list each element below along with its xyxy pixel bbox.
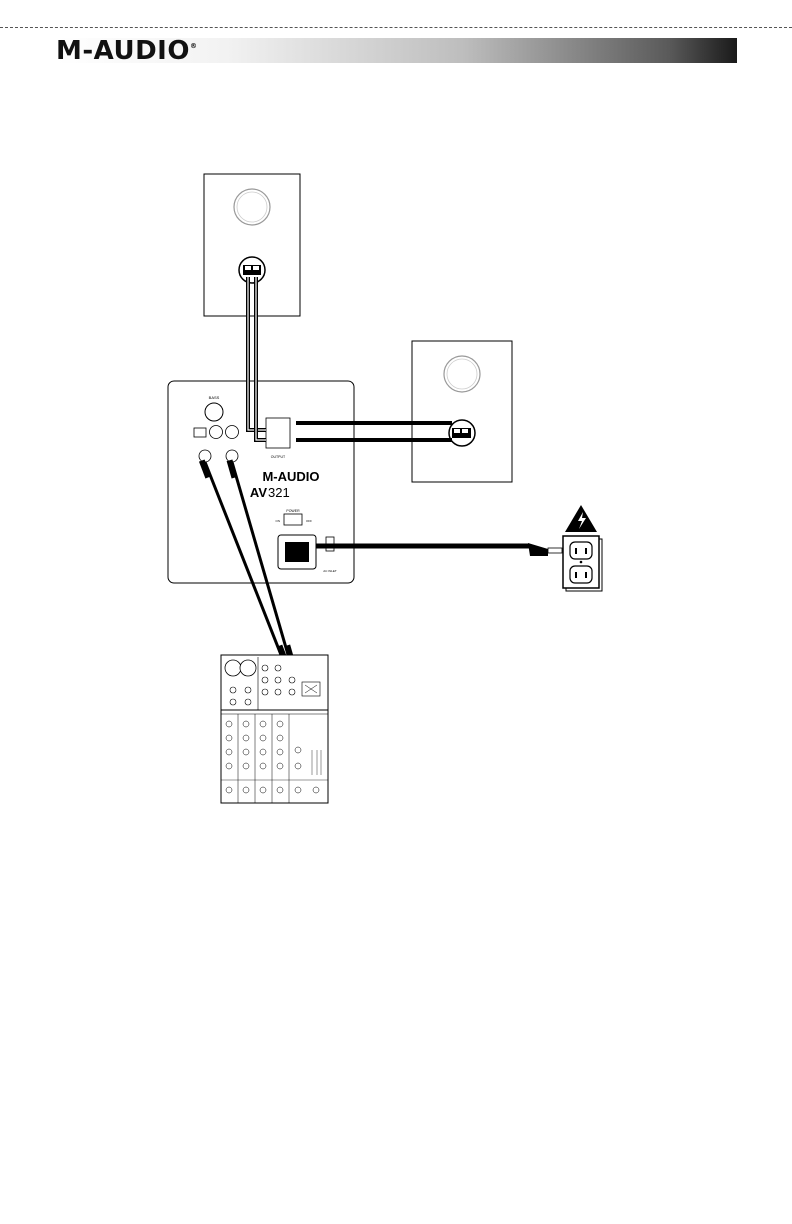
subwoofer-model-prefix: AV	[250, 485, 267, 500]
output-terminal	[266, 418, 290, 448]
bass-knob	[205, 403, 223, 421]
right-satellite-speaker	[412, 341, 512, 482]
audio-mixer	[221, 655, 328, 803]
subwoofer-brand: M-AUDIO	[262, 469, 319, 484]
power-outlet-icon	[563, 536, 602, 591]
high-voltage-warning-icon	[565, 505, 597, 532]
left-satellite-speaker	[204, 174, 300, 316]
output-label: OUTPUT	[271, 455, 286, 459]
rca-input-right	[226, 426, 239, 439]
power-on-label: ON	[276, 519, 281, 523]
input-switch	[194, 428, 206, 437]
power-switch	[284, 514, 302, 525]
bass-label: BASS	[209, 395, 220, 400]
subwoofer-rear-panel: BASS OUTPUT M-AUDIO AV 321 POWER ON OFF …	[168, 381, 354, 583]
ac-inlet-label: AC INLET	[323, 569, 337, 573]
power-label: POWER	[286, 509, 300, 513]
power-off-label: OFF	[306, 519, 312, 523]
subwoofer-model-number: 321	[268, 485, 290, 500]
rca-input-left	[210, 426, 223, 439]
input-jack-1	[199, 450, 211, 462]
